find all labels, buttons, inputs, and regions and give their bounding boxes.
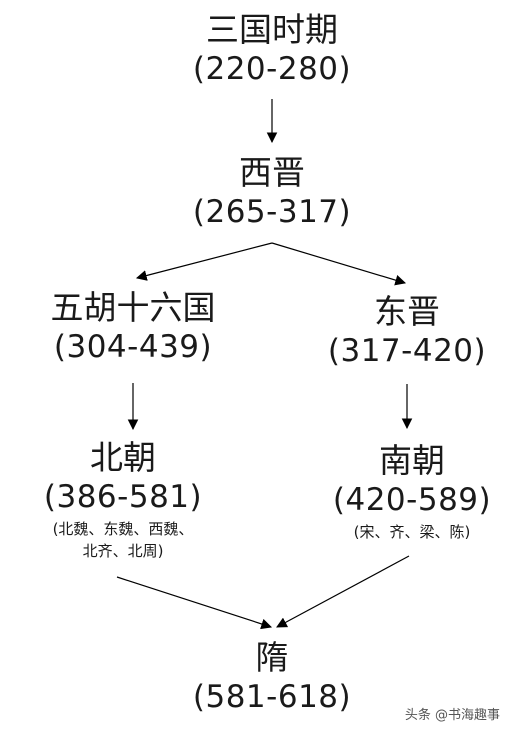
node-beichao: 北朝 (386-581) (北魏、东魏、西魏、 北齐、北周) <box>13 438 233 562</box>
node-sui: 隋 (581-618) <box>172 638 372 716</box>
node-sanguo: 三国时期 (220-280) <box>172 10 372 88</box>
node-sanguo-years: (220-280) <box>192 51 352 87</box>
arrow-beichao-to-sui <box>116 576 273 630</box>
node-xijin-name: 西晋 <box>239 153 305 192</box>
arrow-xijin-to-wuhu <box>135 242 273 281</box>
node-sanguo-name: 三国时期 <box>206 10 338 49</box>
node-beichao-note-line1: (北魏、东魏、西魏、 <box>52 520 194 538</box>
node-xijin-years: (265-317) <box>192 194 352 230</box>
node-nanchao: 南朝 (420-589) (宋、齐、梁、陈) <box>322 441 502 543</box>
node-dongjin: 东晋 (317-420) <box>312 292 502 370</box>
node-nanchao-years: (420-589) <box>332 482 492 518</box>
node-wuhu-years: (304-439) <box>53 329 213 365</box>
node-nanchao-name: 南朝 <box>379 441 445 480</box>
arrow-nanchao-to-sui <box>276 555 410 628</box>
node-xijin: 西晋 (265-317) <box>172 153 372 231</box>
node-nanchao-note-line1: (宋、齐、梁、陈) <box>353 523 471 541</box>
node-wuhu-name: 五胡十六国 <box>50 288 216 327</box>
node-wuhu: 五胡十六国 (304-439) <box>23 288 243 366</box>
node-dongjin-years: (317-420) <box>327 333 487 369</box>
arrow-xijin-to-dongjin <box>271 242 407 286</box>
node-sui-years: (581-618) <box>192 679 352 715</box>
node-beichao-note-line2: 北齐、北周) <box>82 542 164 560</box>
node-sui-name: 隋 <box>255 638 289 677</box>
node-dongjin-name: 东晋 <box>374 292 440 331</box>
node-beichao-name: 北朝 <box>90 438 156 477</box>
node-beichao-years: (386-581) <box>43 479 203 515</box>
watermark: 头条 @书海趣事 <box>401 703 503 724</box>
